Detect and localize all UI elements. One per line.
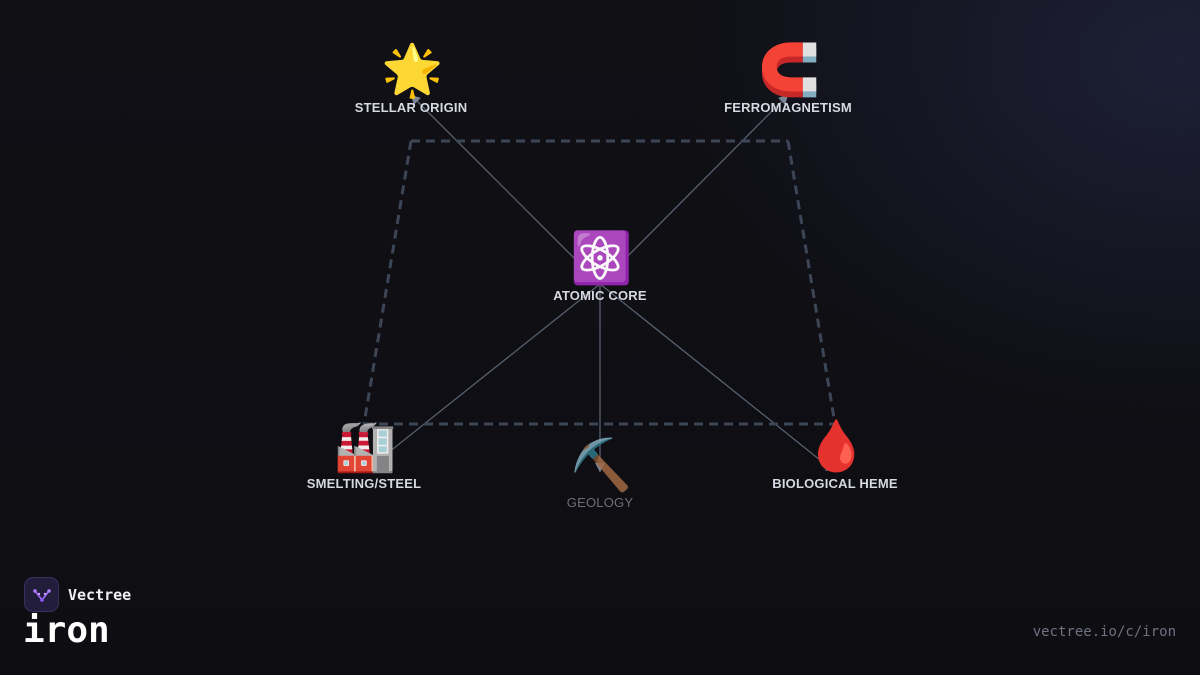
- edge-core-ferro: [599, 94, 789, 285]
- edge-core-heme: [599, 283, 836, 473]
- node-stellar-origin[interactable]: 🌟 STELLAR ORIGIN: [355, 40, 468, 115]
- node-ferromagnetism[interactable]: 🧲 FERROMAGNETISM: [724, 40, 852, 115]
- node-label: GEOLOGY: [566, 495, 634, 510]
- node-label: STELLAR ORIGIN: [354, 100, 468, 115]
- magnet-icon: 🧲: [758, 41, 821, 99]
- star-icon: 🌟: [380, 41, 444, 99]
- brand-name: Vectree: [68, 585, 132, 604]
- edge-core-smelting: [363, 283, 601, 473]
- arrowhead-geology: [595, 463, 605, 472]
- blood-drop-icon: 🩸: [804, 417, 868, 475]
- page-title: iron: [23, 610, 110, 651]
- edge-stellar-smelting: [362, 140, 413, 425]
- atom-icon: ⚛️: [569, 229, 633, 287]
- edge-ferro-heme: [786, 140, 837, 425]
- node-biological-heme[interactable]: 🩸 BIOLOGICAL HEME: [772, 416, 898, 491]
- factory-icon: 🏭: [333, 417, 397, 475]
- node-geology[interactable]: ⛏️ GEOLOGY: [567, 435, 633, 510]
- vectree-logo-icon: [24, 577, 59, 612]
- arrowhead-stellar: [411, 95, 421, 105]
- node-atomic-core[interactable]: ⚛️ ATOMIC CORE: [553, 228, 646, 303]
- node-label: BIOLOGICAL HEME: [772, 476, 898, 491]
- arrowhead-ferro: [778, 95, 788, 105]
- node-label: FERROMAGNETISM: [724, 100, 852, 115]
- arrowhead-heme: [824, 462, 835, 472]
- brand[interactable]: Vectree: [24, 577, 131, 612]
- edge-core-stellar: [410, 94, 601, 285]
- pick-icon: ⛏️: [569, 436, 633, 494]
- node-label: SMELTING/STEEL: [306, 476, 422, 491]
- node-label: ATOMIC CORE: [553, 288, 647, 303]
- page-url[interactable]: vectree.io/c/iron: [1032, 624, 1176, 640]
- node-smelting-steel[interactable]: 🏭 SMELTING/STEEL: [307, 416, 422, 491]
- arrowhead-smelting: [364, 462, 375, 472]
